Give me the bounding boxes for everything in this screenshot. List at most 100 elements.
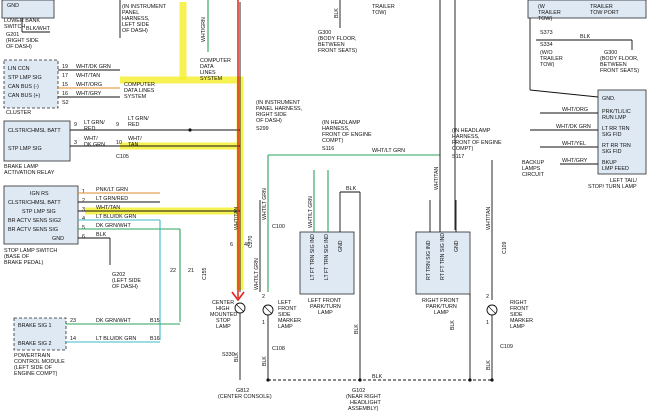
blk-mid: BLK — [346, 186, 357, 192]
pin-sw6: 6 — [82, 234, 85, 240]
dk-grn-wht2: DK GRN/WHT — [96, 318, 131, 324]
left-tail2: STOP/ TURN LAMP — [588, 184, 637, 190]
g812: G812 — [236, 388, 249, 394]
chmsl4: STOP — [216, 318, 231, 324]
trailer-port: TRAILER — [590, 4, 613, 10]
computer-c: SYSTEM — [124, 94, 147, 100]
left-tail: LEFT TAIL/ — [610, 178, 637, 184]
brake-relay-label: BRAKE LAMP — [4, 164, 39, 170]
lfp2: PARK/TURN — [310, 304, 341, 310]
ip2-c: RIGHT SIDE — [256, 112, 287, 118]
lt-rr-trn: LT RR TRN — [602, 126, 630, 132]
wht-dk-grn-l2: DK GRN — [84, 142, 105, 148]
blk-right: BLK — [580, 34, 591, 40]
stop-switch: STOP LAMP SWITCH — [4, 248, 57, 254]
backup-b: LAMPS — [522, 166, 541, 172]
lower-bank-label2: SWITCH — [4, 24, 25, 30]
left-tail-box — [597, 89, 647, 175]
hl2-a: (IN HEADLAMP — [452, 128, 491, 134]
s373: S373 — [540, 30, 553, 36]
wht-yel: WHT/YEL — [562, 141, 586, 147]
wht-grn-top: WHT/GRN — [201, 17, 207, 42]
gnd-sw: GND — [52, 236, 64, 242]
wire — [529, 89, 599, 98]
wht-tan-r: WHT/ — [128, 136, 142, 142]
g300-right: G300 — [604, 50, 617, 56]
g300r-a: (BODY FLOOR, — [600, 56, 639, 62]
wht-dk-grn-r: WHT/DK GRN — [556, 124, 591, 130]
c105: C105 — [116, 154, 129, 160]
rfm3: SIDE — [510, 312, 523, 318]
chmsl3: MOUNTED — [210, 312, 237, 318]
g102-b: HEADLIGHT — [350, 400, 382, 406]
wht-tan-vert: WHT/TAN — [234, 207, 240, 230]
rfp1: RIGHT FRONT — [422, 298, 459, 304]
wht-dk-grn-l: WHT/ — [84, 136, 98, 142]
c100: C100 — [272, 224, 285, 230]
pin14: 14 — [70, 336, 76, 342]
hl-a: (IN HEADLAMP — [322, 120, 361, 126]
lfpb-b: LT FT TRN SIG IND — [324, 234, 330, 280]
s299: S299 — [256, 126, 269, 132]
s117: S117 — [452, 154, 464, 160]
g102: G102 — [352, 388, 365, 394]
stp-lmp-sig3: STP LMP SIG — [22, 209, 56, 215]
wht-org: WHT/ORG — [76, 82, 102, 88]
pcm4: ENGINE COMPT) — [14, 371, 58, 377]
lfp1: LEFT FRONT — [308, 298, 342, 304]
pin2-r: 2 — [486, 294, 489, 300]
wht-tan-r2: TAN — [128, 142, 138, 148]
g300-a: (BODY FLOOR, — [318, 36, 357, 42]
computer-a: COMPUTER — [124, 82, 155, 88]
lamp-cross — [235, 303, 245, 313]
ip2-a: (IN INSTRUMENT — [256, 100, 301, 106]
pcm1: POWERTRAIN — [14, 353, 51, 359]
wht-tan3: WHT/TAN — [96, 205, 120, 211]
gnd-top-label: GND — [7, 3, 19, 9]
lt-blu-dk-grn2: LT BLU/DK GRN — [96, 336, 136, 342]
chmsl2: HIGH — [216, 306, 230, 312]
red-arrow-icon — [231, 291, 245, 302]
rf-park-box — [415, 231, 471, 295]
wht-lt-grn-mid: WHT/LT GRN — [372, 148, 405, 154]
brake-sig1: BRAKE SIG 1 — [18, 323, 52, 329]
blk-vert1: BLK — [234, 352, 240, 362]
blk-top: BLK — [334, 8, 340, 18]
blk-lf: BLK — [354, 324, 360, 334]
w-trailer-b: TRAILER — [538, 10, 561, 16]
pin-sw5: 5 — [82, 225, 85, 231]
wht-tan-rf2: WHT/TAN — [486, 207, 492, 230]
rfp2: PARK/TURN — [426, 304, 457, 310]
pin9: 9 — [74, 122, 77, 128]
splice-dot — [266, 378, 270, 382]
rt-rr-trn: RT RR TRN — [602, 143, 631, 149]
hl-c: FRONT OF ENGINE — [322, 132, 372, 138]
c109: C109 — [502, 241, 508, 254]
b16: B16 — [150, 336, 160, 342]
pin15: 15 — [62, 82, 68, 88]
hl2-d: COMPT) — [452, 146, 473, 152]
ip-e: OF DASH) — [122, 28, 148, 34]
wht-org-r: WHT/ORG — [562, 107, 588, 113]
pin23: 23 — [70, 318, 76, 324]
sig-fid2: SIG FID — [602, 149, 622, 155]
g201-a: (RIGHT SIDE — [6, 38, 39, 44]
blk-rmark: BLK — [486, 360, 492, 370]
computer-b: DATA LINES — [124, 88, 155, 94]
lt-grn-red2: RED — [84, 126, 95, 132]
g202-b: OF DASH) — [112, 284, 138, 290]
c270: C270 — [248, 235, 254, 248]
hl-d: COMPT) — [322, 138, 343, 144]
lfm4: MARKER — [278, 318, 301, 324]
wht-dk-grn: WHT/DK GRN — [76, 64, 111, 70]
s116: S116 — [322, 146, 334, 152]
lfm3: SIDE — [278, 312, 291, 318]
wo-a: (W/O — [540, 50, 553, 56]
pin-sw2: 2 — [82, 198, 85, 204]
cdl-d: SYSTEM — [200, 76, 223, 82]
bkup: BKUP — [602, 160, 617, 166]
rfpb-a: RT TRN SIG IND — [426, 240, 432, 280]
pin22: 22 — [170, 268, 176, 274]
pcm-box — [13, 317, 67, 351]
